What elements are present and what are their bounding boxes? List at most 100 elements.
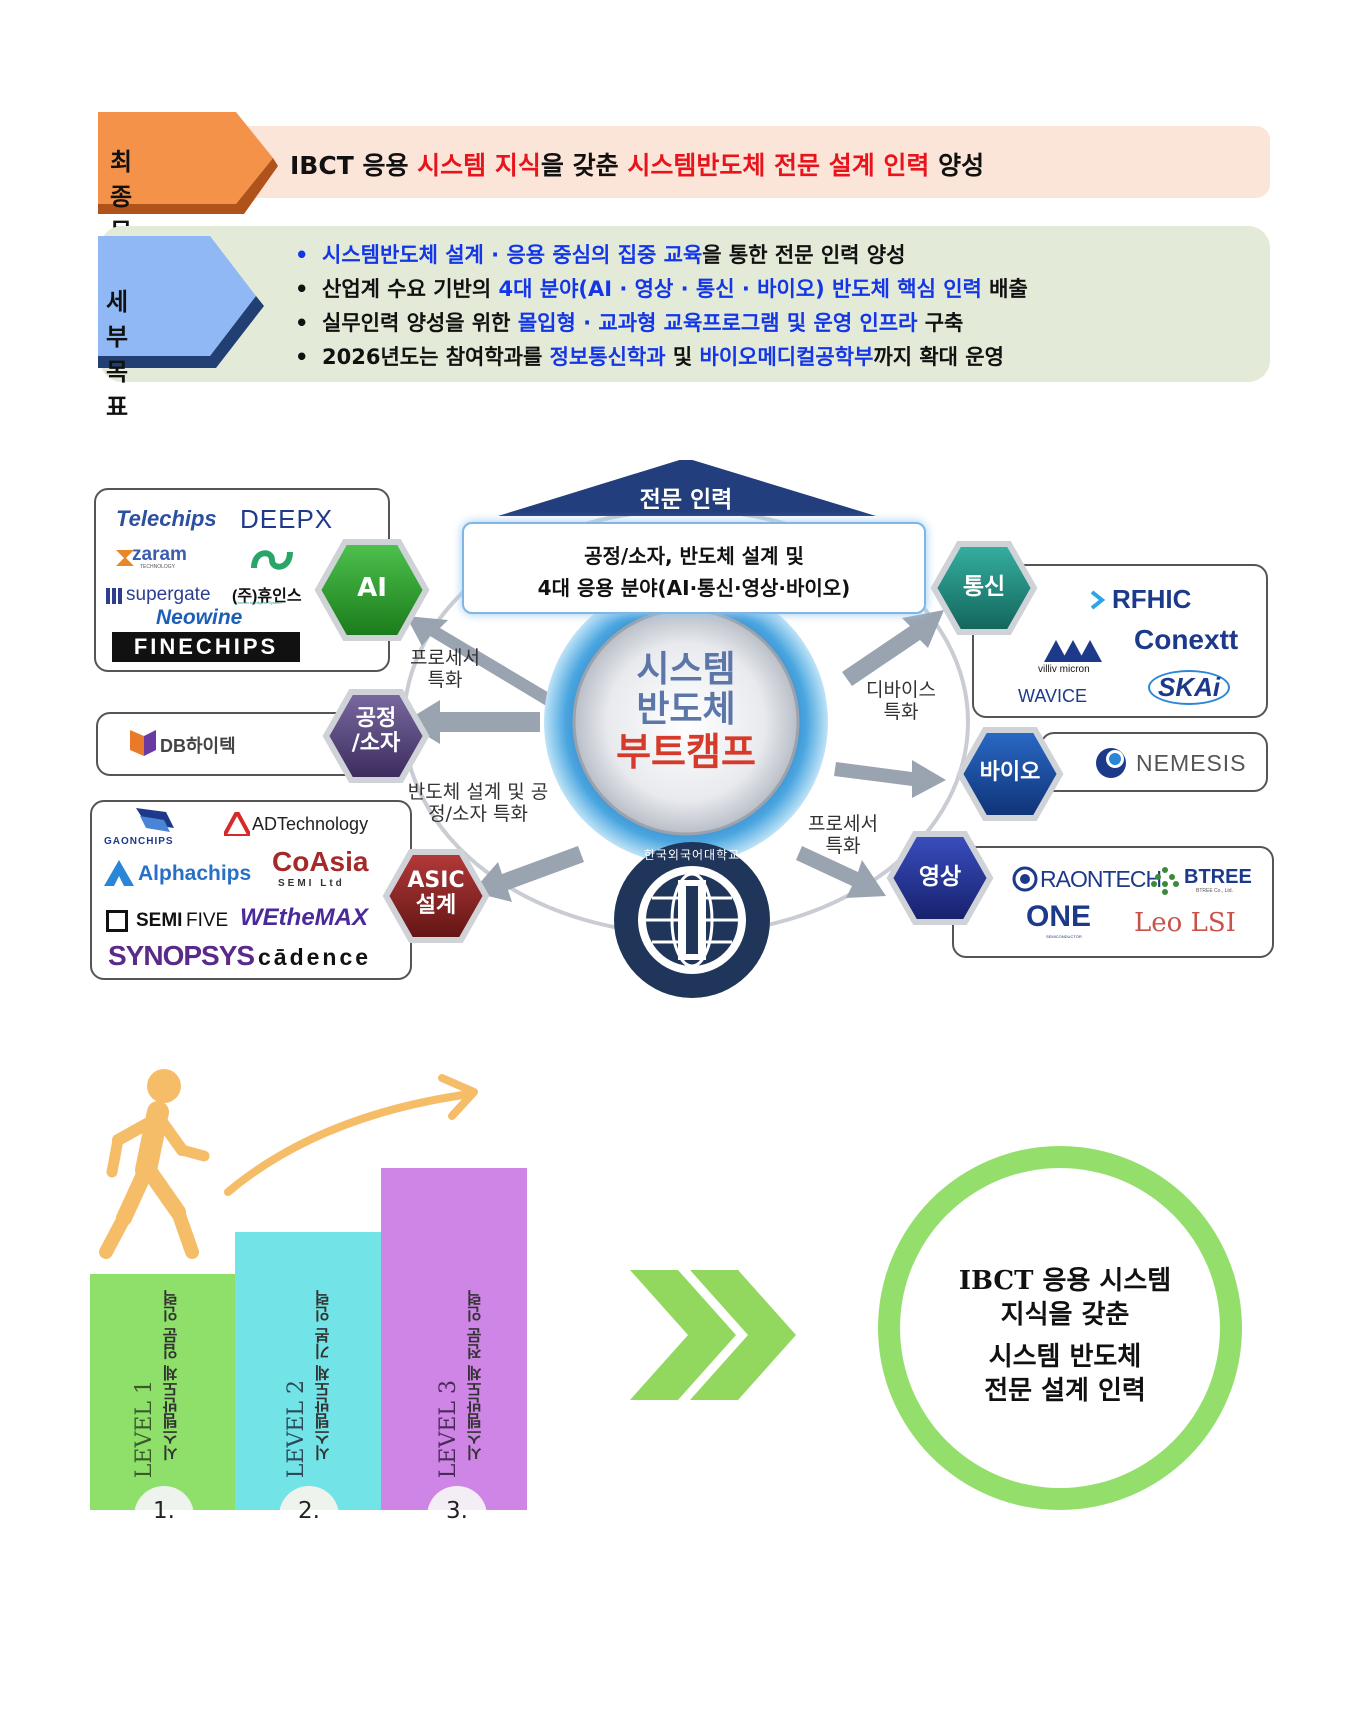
top-box-line2: 4대 응용 분야(AI·통신·영상·바이오) xyxy=(537,576,851,600)
hex-asic-line1: ASIC xyxy=(407,868,465,893)
logo-skai: SKAi xyxy=(1148,670,1231,705)
label-processor-left: 프로세서 특화 xyxy=(400,647,490,692)
label-processor-right: 프로세서 특화 xyxy=(798,813,888,858)
hex-comm xyxy=(930,541,1038,635)
center-line3: 부트캠프 xyxy=(616,729,756,774)
logo-coasia: CoAsia xyxy=(272,846,369,877)
villiv-mark-icon xyxy=(1044,640,1102,662)
zaram-mark-icon xyxy=(116,550,134,566)
logo-rfhic: RFHIC xyxy=(1112,584,1192,614)
logo-leolsi: Leo LSI xyxy=(1134,908,1236,938)
level-1-bar xyxy=(90,1274,235,1510)
detail-goal-bar xyxy=(100,226,1270,382)
hex-comm-label: 통신 xyxy=(962,574,1006,600)
top-box-line1: 공정/소자, 반도체 설계 및 xyxy=(584,544,804,568)
logo-nemesis: NEMESIS xyxy=(1136,750,1247,776)
label-semi-design-2: 정/소자 특화 xyxy=(428,802,528,825)
level-2-num-circle xyxy=(279,1486,339,1510)
center-line2: 반도체 xyxy=(636,689,736,731)
top-arrow-label: 전문 인력 xyxy=(639,487,733,513)
label-processor-right-1: 프로세서 xyxy=(808,813,878,835)
label-semi-design-1: 반도체 설계 및 공 xyxy=(407,781,549,803)
label-device-1: 디바이스 xyxy=(866,679,936,701)
logo-supergate: supergate xyxy=(126,584,211,605)
final-circle xyxy=(878,1146,1242,1510)
arrow-to-ai xyxy=(406,616,556,707)
final-circle-line2: 지식을 갖춘 xyxy=(1000,1300,1130,1330)
hex-process xyxy=(322,689,430,783)
seal-bottom-text: HANKUK UNIVERSITY OF FOREIGN STUDIES xyxy=(625,1004,759,1020)
double-chevron-icon xyxy=(630,1270,796,1400)
level-3-num-circle xyxy=(427,1486,487,1510)
label-processor-right-2: 특화 xyxy=(825,834,861,857)
top-arrow xyxy=(498,460,876,516)
logo-zaram-sub: TECHNOLOGY xyxy=(140,564,176,570)
final-circle-line4: 전문 설계 인력 xyxy=(984,1376,1146,1406)
level-2-desc: 시스템반도체 기본 인력 xyxy=(314,1290,333,1462)
hex-asic-label: ASIC 설계 xyxy=(394,868,478,919)
level-3-desc: 시스템반도체 전문 인력 xyxy=(466,1290,485,1462)
logo-wethemax: WEtheMAX xyxy=(240,904,368,931)
hex-asic xyxy=(382,849,490,943)
raontech-mark-icon xyxy=(1012,866,1038,892)
final-goal-bar xyxy=(100,126,1270,198)
label-processor-left-2: 특화 xyxy=(427,668,463,691)
logo-one: ONE xyxy=(1026,900,1092,933)
seal-top-text: 한국외국어대학교 xyxy=(643,848,741,862)
logo-huins: (주)휴인스 xyxy=(232,588,302,605)
logo-five: FIVE xyxy=(186,910,229,931)
logo-btree: BTREE xyxy=(1184,866,1252,888)
bio-partner-box xyxy=(1040,732,1268,792)
logo-synopsys: SYNOPSYS xyxy=(108,940,255,971)
level-2-title: LEVEL 2 xyxy=(284,1380,309,1479)
hex-process-label: 공정 /소자 xyxy=(334,706,418,757)
hex-video xyxy=(886,831,994,925)
logo-alphachips: Alphachips xyxy=(138,862,252,885)
arrow-to-asic xyxy=(472,846,584,902)
hex-ai-label: AI xyxy=(357,573,387,603)
hex-asic-line2: 설계 xyxy=(415,893,457,919)
logo-huins-sub: Human Intelligent System xyxy=(236,600,282,605)
level-1-desc: 시스템반도체 입문 인력 xyxy=(162,1290,181,1462)
detail-goal-list: •시스템반도체 설계 · 응용 중심의 집중 교육을 통한 전문 인력 양성 •… xyxy=(295,238,1028,374)
logo-conextt: Conextt xyxy=(1134,624,1239,655)
logo-gaonchips: GAONCHIPS xyxy=(104,836,174,847)
arrow-to-video xyxy=(796,846,886,898)
center-title: 시스템 반도체 부트캠프 xyxy=(600,649,772,774)
logo-dbhitek: DB하이텍 xyxy=(160,736,236,756)
final-goal-part: 양성 xyxy=(929,151,985,180)
rfhic-mark-icon xyxy=(1090,590,1106,610)
logo-one-sub: SEMICONDUCTOR xyxy=(1046,934,1082,939)
logo-semifive-mark xyxy=(106,910,128,932)
hex-bio xyxy=(956,727,1064,821)
hex-bio-label: 바이오 xyxy=(979,760,1041,785)
logo-semi: SEMI xyxy=(136,910,183,931)
gaonchips-mark-icon xyxy=(136,808,174,832)
level-1-num: 1. xyxy=(153,1498,175,1524)
logo-villiv: villiv micron xyxy=(1038,664,1090,675)
level-2-num: 2. xyxy=(298,1498,320,1524)
logo-cadence: cādence xyxy=(258,944,372,970)
level-3-title: LEVEL 3 xyxy=(436,1380,461,1479)
growth-arrow-icon xyxy=(224,1074,478,1196)
label-semi-design: 반도체 설계 및 공 정/소자 특화 xyxy=(398,781,558,826)
final-goal-tag xyxy=(98,112,278,214)
logo-telechips: Telechips xyxy=(116,506,217,531)
logo-adtechnology: ADTechnology xyxy=(252,814,369,834)
detail-goal-tag xyxy=(98,236,264,368)
logo-neowine: Neowine xyxy=(156,606,243,629)
label-device: 디바이스 특화 xyxy=(856,679,946,724)
final-goal-part: IBCT 응용 xyxy=(290,151,418,180)
adtech-mark-icon xyxy=(224,812,250,836)
arrow-to-bio xyxy=(834,760,946,798)
hex-process-line2: /소자 xyxy=(351,731,401,757)
detail-goal-item: •실무인력 양성을 위한 몰입형 · 교과형 교육프로그램 및 운영 인프라 구… xyxy=(295,311,964,335)
final-circle-line1: IBCT 응용 시스템 xyxy=(958,1266,1172,1296)
final-goal-text: IBCT 응용 시스템 지식을 갖춘 시스템반도체 전문 설계 인력 양성 xyxy=(290,146,984,182)
hex-ai xyxy=(314,539,430,641)
hexagon-layer xyxy=(314,539,1064,943)
center-line1: 시스템 xyxy=(636,649,736,690)
final-circle-line3: 시스템 반도체 xyxy=(988,1342,1142,1372)
detail-goal-tag-label: 세부 목표 xyxy=(106,288,129,421)
logo-wavice: WAVICE xyxy=(1018,686,1088,706)
